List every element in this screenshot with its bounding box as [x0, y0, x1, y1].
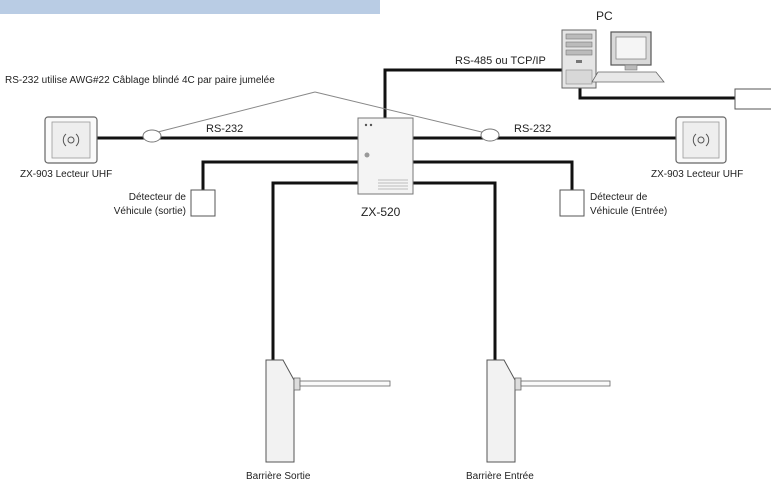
reader-left-label: ZX-903 Lecteur UHF — [20, 169, 112, 180]
barrier-right-device — [486, 359, 611, 463]
detector-right-label-line2: Véhicule (Entrée) — [590, 206, 667, 217]
pc-screen — [615, 36, 647, 60]
network-link-label: RS-485 ou TCP/IP — [455, 55, 546, 67]
barrier-left-arm — [299, 380, 391, 387]
controller — [357, 117, 414, 195]
controller-vents — [378, 179, 408, 190]
barrier-right-arm — [520, 380, 611, 387]
detector-cable-right — [413, 160, 574, 190]
barrier-left-device — [265, 359, 391, 463]
detector-cable-left — [201, 160, 358, 190]
pc-keyboard — [591, 71, 665, 83]
reader-right-label: ZX-903 Lecteur UHF — [651, 169, 743, 180]
controller-lock — [364, 152, 370, 158]
note-pointer-left — [149, 91, 316, 135]
pc-label: PC — [596, 9, 613, 23]
wiring — [97, 68, 735, 360]
barrier-right-label: Barrière Entrée — [466, 471, 534, 482]
peripheral-device — [734, 88, 771, 110]
detector-left-label-line2: Véhicule (sortie) — [114, 206, 186, 217]
rs232-right-label: RS-232 — [514, 123, 551, 135]
detector-right-box — [559, 189, 585, 217]
reader-right-device — [675, 116, 727, 164]
pc-workstation — [561, 29, 665, 89]
cable-marker-right — [480, 128, 500, 142]
cable-marker-left — [142, 129, 162, 143]
rs232-left-label: RS-232 — [206, 123, 243, 135]
detector-right-label-line1: Détecteur de — [590, 192, 648, 203]
controller-led-1 — [364, 123, 368, 127]
pc-peripheral-cable — [578, 88, 735, 100]
reader-left-device — [44, 116, 98, 164]
header-strip — [0, 0, 380, 14]
barrier-cable-right — [403, 181, 497, 360]
controller-label: ZX-520 — [361, 205, 401, 219]
detector-left-box — [190, 189, 216, 217]
cable-note-pointers — [149, 91, 491, 135]
note-pointer-right — [314, 91, 491, 135]
controller-led-2 — [369, 123, 373, 127]
barrier-left-label: Barrière Sortie — [246, 471, 311, 482]
detector-left-label-line1: Détecteur de — [129, 192, 187, 203]
cable-note-text: RS-232 utilise AWG#22 Câblage blindé 4C … — [5, 75, 275, 86]
network-cable — [383, 68, 565, 118]
barrier-cable-left — [271, 181, 368, 360]
